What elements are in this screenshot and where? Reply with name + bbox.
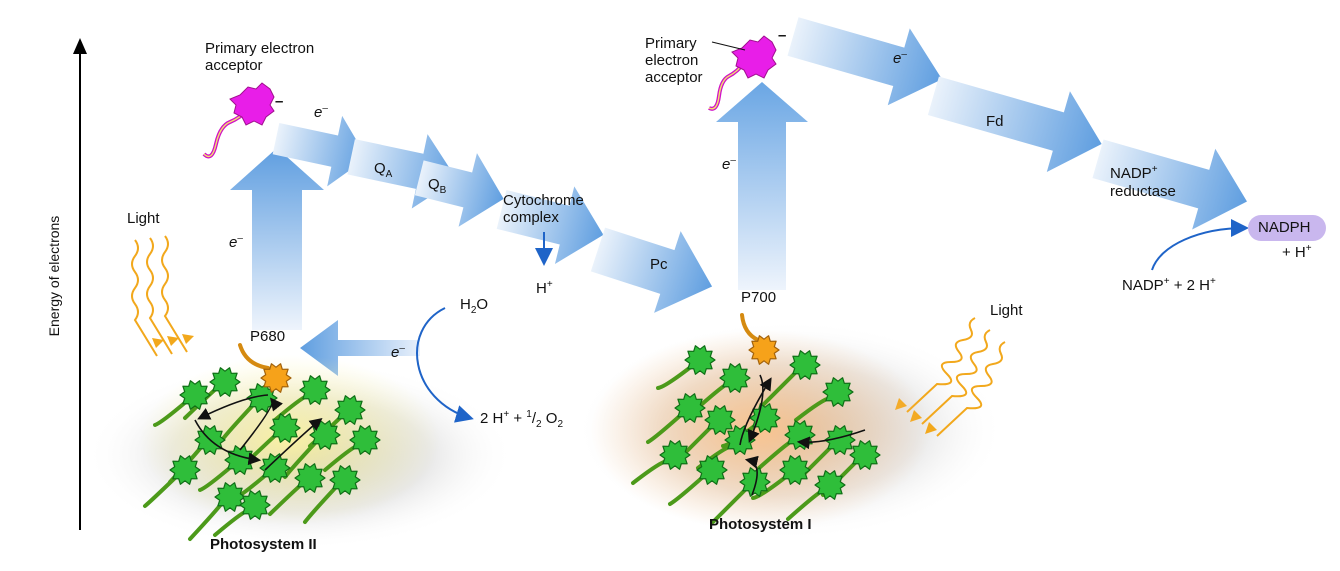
ps2-excitation-arrow [230,148,324,330]
ps2-pigment [329,465,361,495]
ps2-light-label: Light [127,210,160,227]
ps1-acceptor-leader-line [711,41,746,51]
ps1-light-label: Light [990,302,1023,319]
nadph-proton-label: + H+ [1282,243,1312,262]
ps1-pigment [696,455,728,485]
chain-arrow-3 [414,153,504,227]
qa-label: QA [374,160,393,180]
nadp-reduction-arrow [1151,219,1249,271]
ps1-acceptor-charge: – [778,27,787,44]
water-products-label: 2 H+ + 1/2 O2 [480,409,563,430]
electron-label-4: e– [722,155,736,174]
nadph-label: NADPH [1258,219,1311,236]
ps2-primary-acceptor-molecule [202,82,275,159]
ps1-excitation-arrow [716,82,808,290]
electron-label-5: e– [893,49,907,68]
ps1-pigment-tail [668,474,706,506]
ps2-energy-transfer [264,418,323,471]
ps2-pigment [214,482,246,512]
p700-center [748,335,780,365]
ps1-pigment [814,470,846,500]
p680-center [260,363,292,393]
ps1-pigment [789,350,821,380]
chain-arrow-5 [590,227,713,313]
chain-arrow-4 [496,186,604,264]
ps2-pigment [179,380,211,410]
photosystem-ii-complex [140,343,440,541]
ps2-energy-transfer [197,394,269,420]
ps1-acceptor-label-line3: acceptor [645,69,703,86]
photosystem-ii-title: Photosystem II [210,536,317,553]
p680-label: P680 [250,328,286,345]
photosystem-i-complex [590,313,930,530]
ps1-pigment-tail [646,412,684,444]
p700-label: P700 [741,289,777,306]
photosystem-i-title: Photosystem I [709,516,812,533]
chain-arrow-1 [272,115,367,187]
energy-axis [73,38,87,530]
ps1-primary-acceptor-molecule [708,35,777,111]
chain-arrow-7 [927,76,1102,172]
electron-label-1: e– [314,103,328,122]
ps2-acceptor-label-line1: Primary electron [205,40,315,57]
ps1-pigment [724,425,756,455]
ps2-pigment [294,463,326,493]
ps2-energy-transfer [194,419,262,466]
ps1-pigment [704,405,736,435]
ps1-pigment [719,363,751,393]
nadp-reactant-label: NADP+ + 2 H+ [1122,276,1216,295]
ps2-pigment [169,455,201,485]
ps2-pigment [349,425,381,455]
ps1-acceptor-label-line1: Primary [645,35,697,52]
p700-tail [740,313,760,342]
ps2-pigment [209,367,241,397]
ps2-pigment-tail [303,484,339,524]
ps1-pigment [849,440,881,470]
ps2-light-waves [131,235,188,357]
fd-label: Fd [986,113,1004,130]
electron-label-3: e– [391,343,405,362]
water-label: H2O [460,296,489,316]
ps2-pigment-tail [198,464,234,492]
ps1-pigment [659,440,691,470]
pc-label: Pc [650,256,668,273]
ps2-acceptor-charge: – [275,93,284,110]
ps1-acceptor-label-line2: electron [645,52,699,69]
ps2-pigment [299,375,331,405]
ps1-pigment [779,455,811,485]
ps1-pigment [684,345,716,375]
ps1-pigment [674,393,706,423]
ps1-pigment [822,377,854,407]
cytochrome-label-line2: complex [503,209,559,226]
ps2-pigment [246,383,278,413]
ps1-light-waves [906,317,1006,437]
nadp-reductase-label-line2: reductase [1110,183,1176,200]
ps2-pigment [269,413,301,443]
electron-label-2: e– [229,233,243,252]
ps1-pigment-tail [761,369,799,407]
ps1-energy-transfer [796,429,866,450]
ps1-pigment [739,467,771,497]
energy-axis-label: Energy of electrons [46,215,62,337]
water-split-arrow [416,307,474,423]
ps2-energy-transfer [239,397,283,451]
chain-arrow-6 [787,17,943,106]
ps2-light-arrowheads [152,334,194,348]
proton-label: H+ [536,279,553,298]
ps2-pigment [239,490,271,520]
chain-arrow-8 [1092,139,1247,230]
ps1-energy-transfer [744,455,759,496]
qb-label: QB [428,176,447,196]
p680-tail [238,343,270,370]
ps2-pigment [334,395,366,425]
ps2-pigment-tail [153,399,189,427]
cytochrome-label-line1: Cytochrome [503,192,584,209]
ps1-energy-transfer [739,377,772,446]
ps2-acceptor-label-line2: acceptor [205,57,263,74]
ps2-pigment [259,453,291,483]
nadp-reductase-label-line1: NADP+ [1110,164,1158,183]
nadph-highlight [1248,215,1326,241]
ps2-pigment-tail [143,474,179,508]
